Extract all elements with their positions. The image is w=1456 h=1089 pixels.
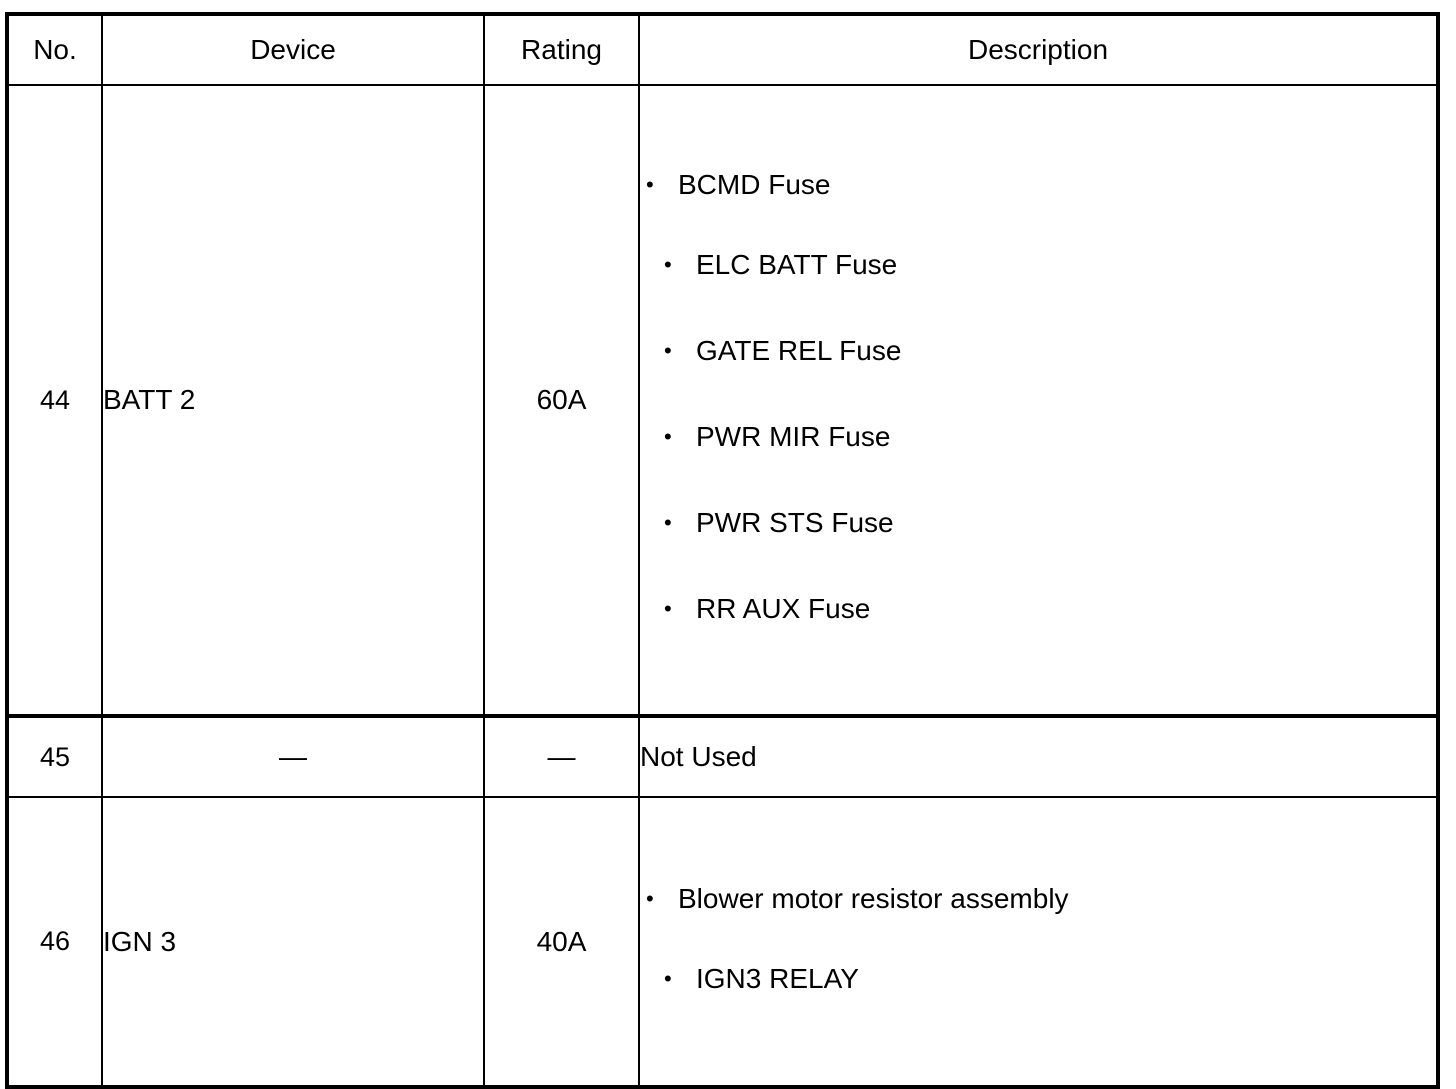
cell-device-45: — [101, 714, 485, 798]
list-item: • Blower motor resistor assembly [640, 862, 1436, 936]
list-item: • RR AUX Fuse [640, 566, 1436, 652]
cell-device-46: IGN 3 [101, 796, 485, 1087]
list-item-label: Blower motor resistor assembly [678, 882, 1069, 914]
table-row: 44 BATT 2 60A • BCMD Fuse • ELC BATT Fus… [6, 84, 1439, 717]
list-item: • PWR STS Fuse [640, 480, 1436, 566]
list-item-label: RR AUX Fuse [696, 593, 871, 624]
column-header-device: Device [101, 13, 485, 86]
list-item-label: PWR STS Fuse [696, 507, 894, 538]
table-header: No. Device Rating Description [7, 13, 1438, 86]
cell-description-44: • BCMD Fuse • ELC BATT Fuse • GATE REL F… [638, 84, 1439, 717]
cell-rating-46: 40A [483, 796, 640, 1087]
list-item-label: GATE REL Fuse [696, 335, 902, 366]
cell-description-46: • Blower motor resistor assembly • IGN3 … [638, 796, 1439, 1087]
table-row: 45 — — Not Used [6, 714, 1439, 798]
description-list-46: • Blower motor resistor assembly • IGN3 … [640, 862, 1436, 1022]
bullet-icon: • [646, 885, 654, 911]
list-item-label: PWR MIR Fuse [696, 421, 891, 452]
cell-no-45: 45 [6, 714, 103, 798]
table-body: 44 BATT 2 60A • BCMD Fuse • ELC BATT Fus… [6, 84, 1439, 1087]
fuse-box-table: No. Device Rating Description 44 BATT 2 … [5, 12, 1440, 1089]
column-header-description: Description [638, 13, 1438, 86]
list-item-label: IGN3 RELAY [696, 962, 859, 994]
list-item: • BCMD Fuse [640, 148, 1436, 222]
bullet-icon: • [664, 596, 672, 621]
list-item-label: BCMD Fuse [678, 169, 831, 200]
list-item: • PWR MIR Fuse [640, 394, 1436, 480]
bullet-icon: • [664, 424, 672, 449]
bullet-icon: • [664, 510, 672, 535]
column-header-rating: Rating [483, 13, 640, 86]
list-item: • IGN3 RELAY [640, 936, 1436, 1022]
cell-no-46: 46 [6, 796, 103, 1087]
list-item-label: ELC BATT Fuse [696, 249, 898, 280]
bullet-icon: • [646, 172, 654, 197]
list-item: • ELC BATT Fuse [640, 222, 1436, 308]
cell-no-44: 44 [6, 84, 103, 717]
bullet-icon: • [664, 965, 672, 991]
cell-device-44: BATT 2 [101, 84, 485, 717]
table-row: 46 IGN 3 40A • Blower motor resistor ass… [6, 796, 1439, 1087]
cell-rating-45: — [483, 714, 640, 798]
column-header-no: No. [7, 13, 103, 86]
bullet-icon: • [664, 252, 672, 277]
header-row: No. Device Rating Description [7, 13, 1438, 86]
description-list-44: • BCMD Fuse • ELC BATT Fuse • GATE REL F… [640, 148, 1436, 652]
cell-rating-44: 60A [483, 84, 640, 717]
cell-description-45: Not Used [638, 714, 1439, 798]
description-text-45: Not Used [640, 741, 757, 772]
list-item: • GATE REL Fuse [640, 308, 1436, 394]
bullet-icon: • [664, 338, 672, 363]
